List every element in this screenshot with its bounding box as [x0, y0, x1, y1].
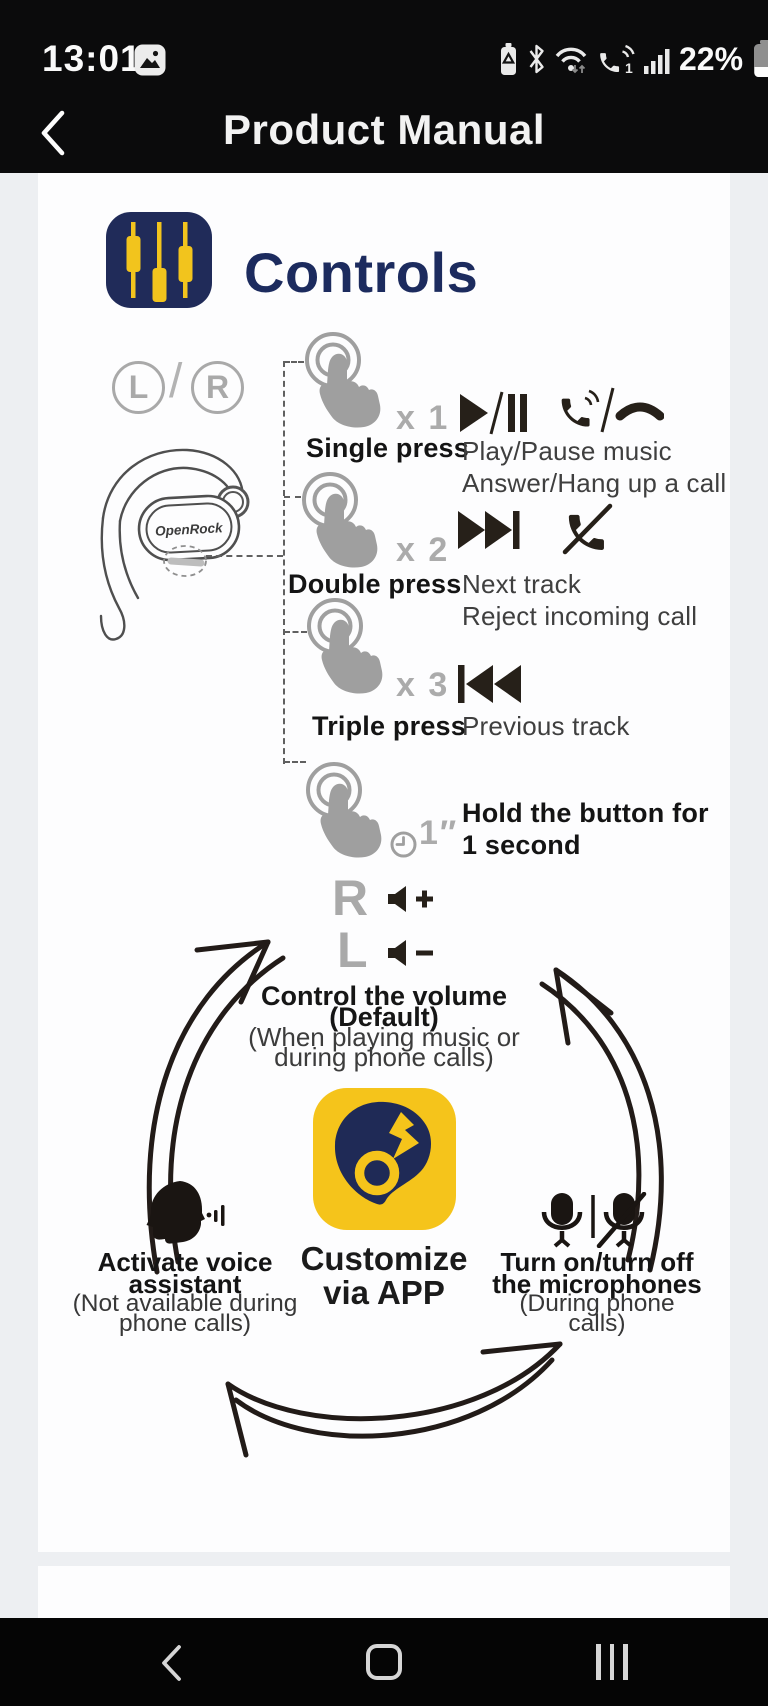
hold-duration: 1″ — [419, 814, 459, 852]
gesture-count-2: x 2 — [396, 531, 450, 569]
battery-icon — [754, 40, 768, 77]
top-bar: 13:01 — [0, 0, 768, 173]
mic-line2: the microphones — [492, 1269, 702, 1299]
connector-branch-1 — [284, 361, 304, 363]
battery-saver-icon — [501, 43, 516, 75]
voice-line1: Activate voice — [97, 1247, 273, 1277]
connector-vertical — [283, 361, 285, 764]
left-earbud-marker: L — [112, 361, 165, 414]
battery-percent: 22% — [679, 40, 744, 77]
tap-icon — [306, 762, 382, 858]
gesture-desc-1: Play/Pause music Answer/Hang up a call — [462, 436, 727, 498]
openrock-app-icon — [313, 1088, 456, 1230]
answer-hangup-call-icon — [561, 387, 664, 433]
right-earbud-marker: R — [191, 361, 244, 414]
brand-label: OpenRock — [155, 520, 225, 539]
status-icon-cluster: 1 22% — [498, 38, 768, 80]
page-title: Product Manual — [222, 106, 546, 153]
gesture-desc-2: Next track Reject incoming call — [462, 569, 698, 631]
volume-left-label: L — [337, 922, 368, 978]
volume-down-icon — [388, 940, 433, 966]
volume-right-label: R — [332, 870, 369, 926]
voice-assistant-icon — [146, 1181, 225, 1244]
svg-text:1: 1 — [625, 60, 633, 76]
back-button[interactable] — [40, 110, 66, 156]
openrock-logo — [334, 1101, 432, 1205]
connector-branch-2 — [284, 496, 301, 498]
gesture-label-3: Triple press — [312, 711, 466, 741]
previous-track-icon — [458, 665, 521, 703]
mic-line1: Turn on/turn off — [500, 1247, 694, 1277]
voice-note-line2: phone calls) — [118, 1310, 252, 1337]
signal-strength-icon — [644, 49, 670, 74]
next-page-card — [38, 1566, 730, 1618]
volume-default-note: (Default) — [329, 1002, 439, 1032]
wifi-calling-icon: 1 — [600, 44, 635, 76]
section-title: Controls — [244, 241, 479, 304]
volume-title: Control the volume — [260, 981, 507, 1011]
bluetooth-icon — [529, 44, 544, 74]
voice-line2: assistant — [128, 1269, 242, 1299]
android-nav-bar — [0, 1618, 768, 1706]
touch-zone-marker — [163, 545, 207, 577]
nav-back-button[interactable] — [160, 1644, 182, 1682]
gesture-desc-3: Previous track — [462, 711, 630, 741]
volume-note-line1: (When playing music or — [248, 1022, 520, 1052]
clock-icon — [390, 831, 417, 858]
nav-home-button[interactable] — [366, 1644, 402, 1680]
tap-icon — [305, 332, 381, 428]
next-track-icon — [458, 511, 520, 549]
play-pause-icon — [460, 391, 527, 435]
volume-up-icon — [388, 886, 433, 912]
reject-call-icon — [562, 503, 613, 555]
gesture-count-1: x 1 — [396, 399, 450, 437]
gesture-desc-4: Hold the button for 1 second — [462, 798, 709, 861]
microphone-on-off-icon — [541, 1192, 647, 1248]
connector-earbud — [206, 555, 283, 557]
mic-note-line2: calls) — [568, 1310, 626, 1337]
earbud-illustration: OpenRock — [99, 448, 250, 641]
mic-note-line1: (During phone — [519, 1290, 675, 1317]
connector-branch-4 — [284, 761, 306, 763]
controls-section-icon — [106, 212, 212, 308]
tap-icon — [302, 472, 378, 568]
gesture-label-2: Double press — [288, 569, 462, 599]
volume-note-line2: during phone calls) — [274, 1042, 494, 1072]
wifi-icon — [555, 47, 587, 74]
status-time: 13:01 — [42, 38, 142, 79]
nav-recents-button[interactable] — [596, 1644, 628, 1680]
gallery-notification-icon — [134, 44, 166, 76]
gesture-count-3: x 3 — [396, 666, 450, 704]
app-caption-line2: via APP — [323, 1274, 445, 1311]
connector-branch-3 — [284, 631, 307, 633]
voice-note-line1: (Not available during — [72, 1290, 298, 1317]
lr-separator: / — [169, 355, 183, 408]
gesture-label-1: Single press — [306, 433, 469, 463]
app-caption-line1: Customize — [300, 1240, 468, 1277]
tap-icon — [307, 598, 383, 694]
